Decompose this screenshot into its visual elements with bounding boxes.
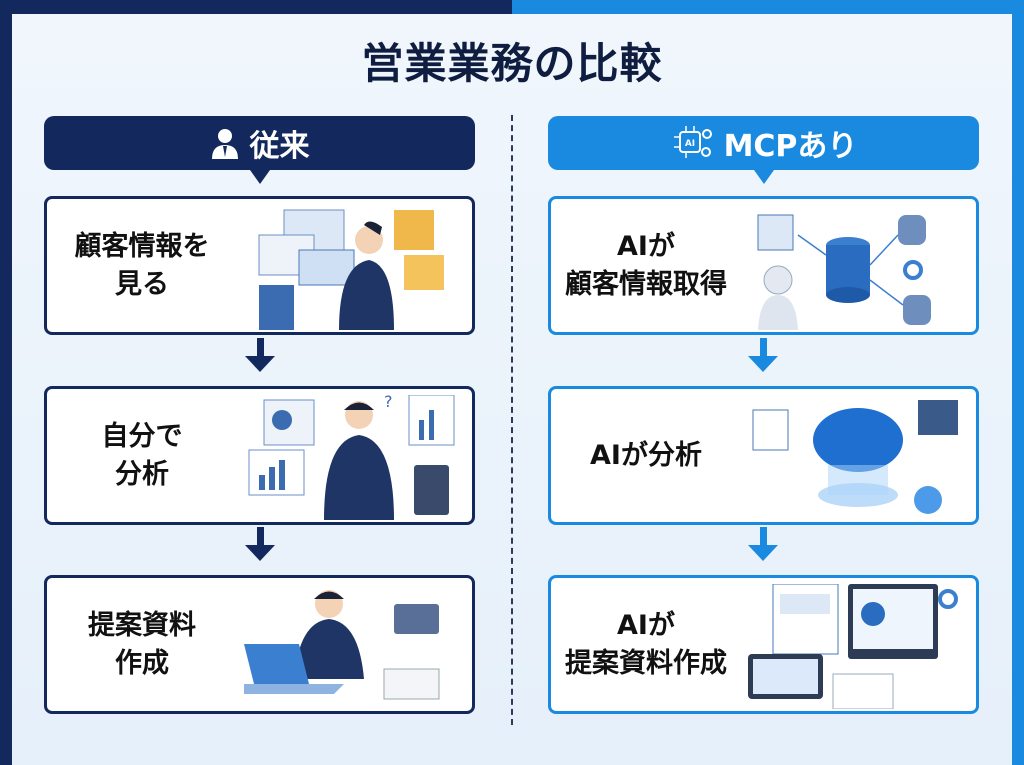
robot-database-illustration	[757, 214, 931, 330]
header-label: MCPあり	[723, 129, 858, 164]
step-label: 自分で 分析	[101, 420, 183, 490]
page-title: 営業業務の比較	[361, 39, 663, 88]
step-label: AIが 提案資料作成	[565, 609, 727, 679]
person-documents-illustration	[258, 209, 444, 330]
ai-brain-illustration	[752, 400, 958, 514]
thinking-person-illustration: ?	[248, 395, 455, 520]
step-label: 顧客情報を 見る	[74, 230, 210, 300]
divider	[511, 115, 513, 725]
step-card-ai-analysis: AIが分析	[548, 386, 979, 525]
header-traditional: 従来	[44, 116, 475, 184]
step-card-ai-fetch-info: AIが 顧客情報取得	[548, 196, 979, 335]
person-laptop-illustration	[244, 590, 440, 700]
ai-chip-icon: AI	[673, 126, 712, 158]
header-mcp: AI MCPあり	[548, 116, 979, 184]
step-label: AIが 顧客情報取得	[565, 230, 727, 300]
step-card-create-proposal: 提案資料 作成	[44, 575, 475, 714]
step-card-ai-create-proposal: AIが 提案資料作成	[548, 575, 979, 714]
svg-text:AI: AI	[684, 139, 694, 149]
header-label: 従来	[249, 129, 310, 164]
svg-text:?: ?	[384, 395, 393, 411]
step-card-view-customer-info: 顧客情報を 見る	[44, 196, 475, 335]
step-card-self-analysis: 自分で 分析 ?	[44, 386, 475, 525]
dashboard-devices-illustration	[748, 584, 958, 709]
step-label: 提案資料 作成	[88, 609, 196, 679]
person-icon	[211, 129, 238, 159]
step-label: AIが分析	[590, 439, 702, 471]
